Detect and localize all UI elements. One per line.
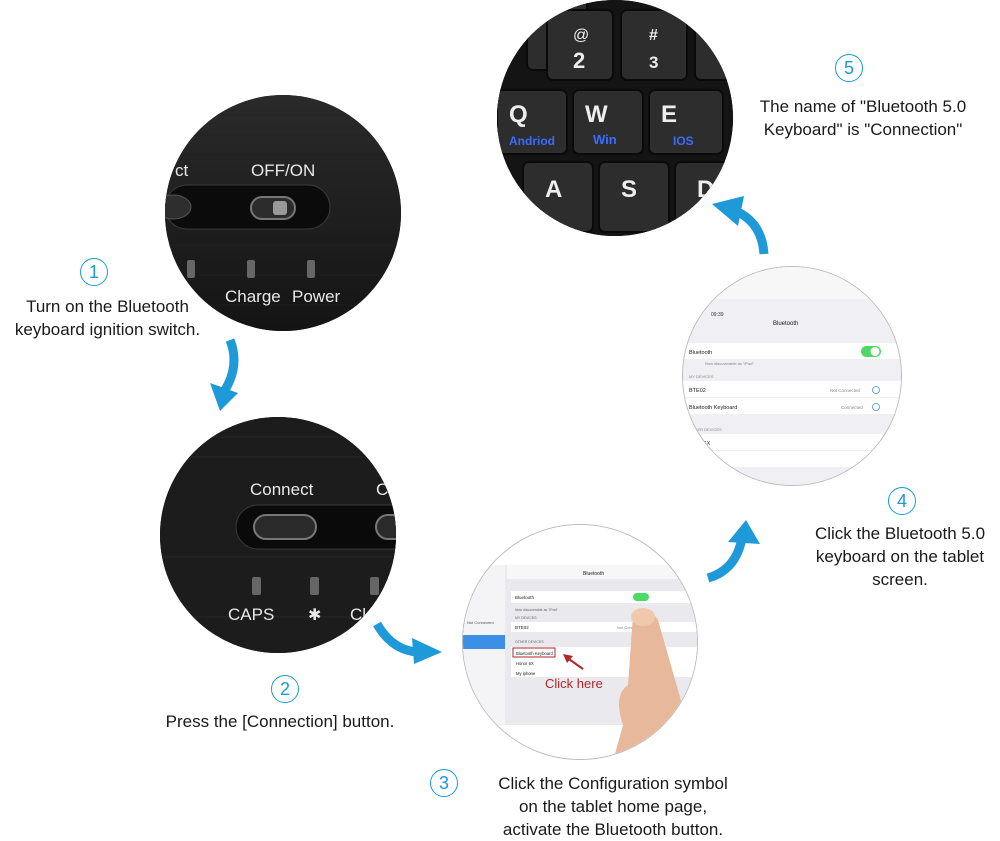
tablet-device1: BTE02 [689,388,706,394]
step-5-caption: The name of "Bluetooth 5.0 Keyboard" is … [738,95,988,141]
small-keyboard: Bluetooth Keyboard [516,651,553,656]
step-3-caption-line: 3 Click the Configuration symbol [430,772,760,795]
tablet-settings-photo: Not Connected Bluetooth Bluetooth Now di… [462,524,698,760]
tablet-my-devices: MY DEVICES [689,374,714,379]
step-number-2: 2 [271,675,299,703]
step-3-caption-text: Click the Configuration symbol [462,774,728,793]
key-e-sub: IOS [673,134,694,148]
step-number-3: 3 [430,769,458,797]
led-power-label: Power [292,287,341,306]
step-number-5: 5 [835,54,863,82]
tablet-bluetooth-photo: 09:39 Bluetooth Bluetooth Now discoverab… [682,266,902,486]
arrow-step2-to-step3 [372,618,447,668]
step-5-caption-line: Keyboard" is "Connection" [738,118,988,141]
small-honor: Honor 6X [516,661,534,666]
bluetooth-icon: ✱ [308,607,321,624]
tablet-other-devices: OTHER DEVICES [689,427,722,432]
small-tablet-title: Bluetooth [583,571,604,577]
key-s: S [621,176,637,203]
small-my-devices: MY DEVICES [515,616,537,620]
click-here-label: Click here [545,676,603,691]
small-bt-row: Bluetooth [515,595,535,600]
key-q: Q [509,101,528,128]
tablet-time: 09:39 [711,312,724,318]
key-q-sub: Andriod [509,134,555,148]
small-other-devices: OTHER DEVICES [515,640,544,644]
step-4-caption-line: screen. [800,568,1000,591]
small-discoverable: Now discoverable as "iPad" [515,608,559,612]
key-w-sub: Win [593,132,617,147]
key-2: 2 [573,48,585,73]
connect-partial-label: C [376,480,388,499]
step-3-caption: 3 Click the Configuration symbol on the … [430,772,760,841]
step-4-caption-line: Click the Bluetooth 5.0 [800,522,1000,545]
tablet-device2: Bluetooth Keyboard [689,405,737,411]
step-5-caption-line: The name of "Bluetooth 5.0 [738,95,988,118]
led-charge-label: Charge [225,287,281,306]
step-4-caption: Click the Bluetooth 5.0 keyboard on the … [800,522,1000,591]
key-w: W [585,101,608,128]
tablet-other1: Honor 6X [687,441,711,447]
switch-offon-label: OFF/ON [251,161,315,180]
connect-panel-photo: Connect C CAPS ✱ Cl [160,417,396,653]
step-number-1: 1 [80,258,108,286]
key-e: E [661,101,677,128]
key-3: 3 [649,53,658,72]
key-3-top: # [649,27,658,44]
tablet-title: Bluetooth [773,321,798,327]
tablet-device2-status: Connected [841,405,863,410]
step-2-caption: Press the [Connection] button. [120,710,440,733]
tablet-device1-status: Not Connected [830,388,861,393]
step-1-caption: Turn on the Bluetooth keyboard ignition … [0,295,215,341]
step-1-caption-line: keyboard ignition switch. [0,318,215,341]
small-device1: BTE02 [515,625,529,630]
tablet-other2: iphone [697,458,714,464]
arrow-step4-to-step5 [710,194,774,258]
step-3-caption-line: on the tablet home page, [430,795,760,818]
switch-left-label: ct [175,161,189,180]
tablet-bt-row: Bluetooth [689,350,712,356]
arrow-step1-to-step2 [200,335,260,415]
step-1-caption-line: Turn on the Bluetooth [0,295,215,318]
keyboard-photo: @ 2 # 3 Q Andriod W Win E IOS A S D [497,0,733,236]
led-partial-label: Cl [350,605,366,624]
small-iphone: My iphone [516,671,536,676]
step-number-4: 4 [888,487,916,515]
arrow-step3-to-step4 [704,518,766,584]
step-4-caption-line: keyboard on the tablet [800,545,1000,568]
tablet-discoverable: Now discoverable as "iPad" [705,361,754,366]
connect-label: Connect [250,480,314,499]
led-caps-label: CAPS [228,605,274,624]
key-a: A [545,176,562,203]
step-3-caption-line: activate the Bluetooth button. [430,818,760,841]
step-2-caption-line: Press the [Connection] button. [120,710,440,733]
side-not-connected: Not Connected [467,620,494,625]
key-2-top: @ [573,27,589,44]
